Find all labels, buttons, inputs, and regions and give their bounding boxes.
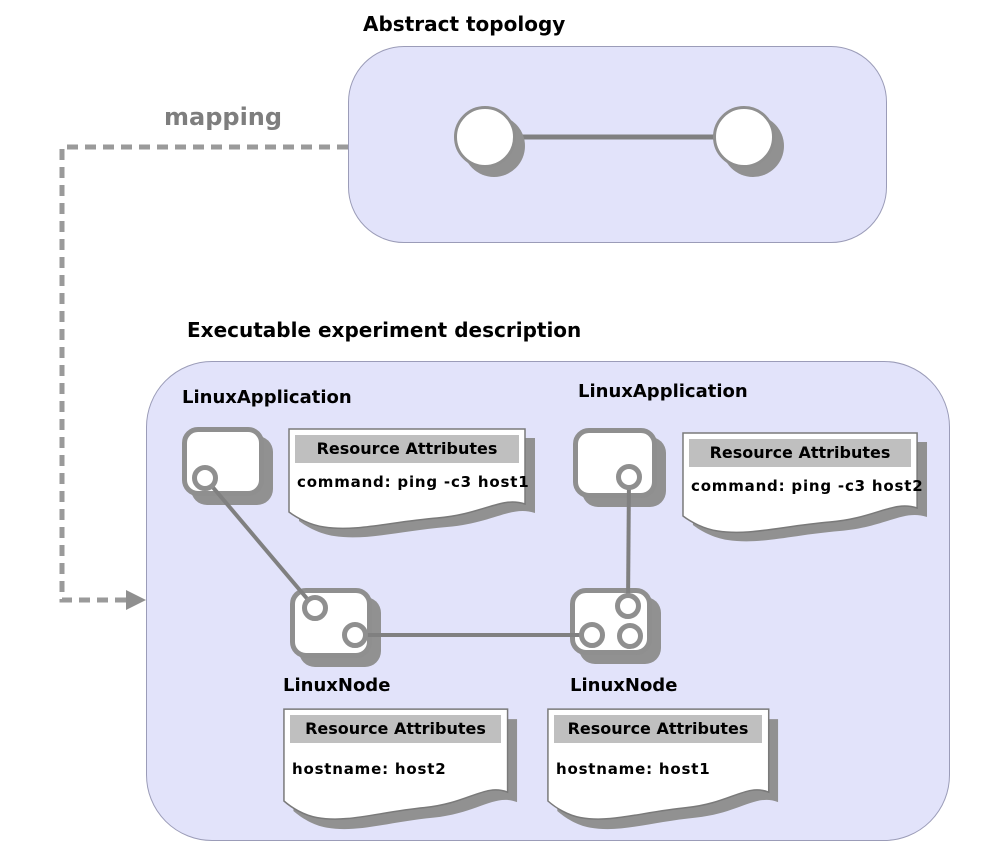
abstract-node-right <box>713 106 775 168</box>
node2-port3-icon <box>617 623 643 649</box>
note-body: command: ping -c3 host1 <box>297 473 530 491</box>
note-header: Resource Attributes <box>290 715 501 743</box>
abstract-node-left <box>454 106 516 168</box>
node1-port1-icon <box>302 595 328 621</box>
note-body: hostname: host2 <box>292 760 447 778</box>
note-body: hostname: host1 <box>556 760 711 778</box>
experiment-title: Executable experiment description <box>187 318 582 342</box>
node1-port2-icon <box>342 622 368 648</box>
linux-node-2-label: LinuxNode <box>570 675 678 696</box>
node2-port2-icon <box>579 622 605 648</box>
note-body: command: ping -c3 host2 <box>691 477 924 495</box>
mapping-arrowhead-icon <box>126 590 146 610</box>
resource-attributes-note-node1: Resource Attributes hostname: host2 <box>283 708 518 832</box>
node2-port1-icon <box>615 593 641 619</box>
linux-application-2-node <box>573 428 657 498</box>
abstract-topology-panel <box>348 46 887 243</box>
note-header: Resource Attributes <box>554 715 762 743</box>
resource-attributes-note-node2: Resource Attributes hostname: host1 <box>547 708 779 832</box>
linux-node-2 <box>570 588 652 655</box>
linux-application-1-label: LinuxApplication <box>182 387 352 408</box>
mapping-label: mapping <box>164 103 283 131</box>
note-header: Resource Attributes <box>689 439 911 467</box>
abstract-topology-title: Abstract topology <box>363 12 566 36</box>
resource-attributes-note-app2: Resource Attributes command: ping -c3 ho… <box>682 432 928 544</box>
resource-attributes-note-app1: Resource Attributes command: ping -c3 ho… <box>288 428 536 540</box>
note-header: Resource Attributes <box>295 435 519 463</box>
linux-application-2-label: LinuxApplication <box>578 381 748 402</box>
linux-node-1-label: LinuxNode <box>283 675 391 696</box>
app1-port-icon <box>192 465 218 491</box>
app2-port-icon <box>616 464 642 490</box>
